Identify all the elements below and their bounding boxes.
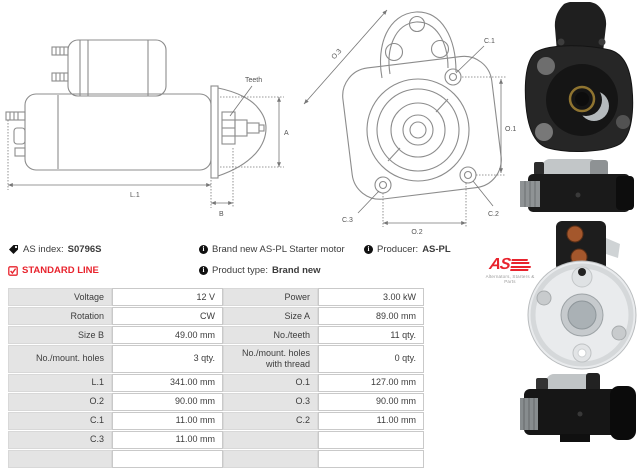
standard-line-row: STANDARD LINE [8,265,99,276]
product-type-value: Brand new [271,265,321,276]
spec-label: Size B [8,326,112,344]
as-index-label: AS index: [23,244,64,255]
spec-value: 127.00 mm [318,373,424,392]
spec-label: C.3 [8,430,112,449]
spec-value: 3.00 kW [318,288,424,306]
spec-value: 11.00 mm [318,411,424,430]
spec-label [223,430,318,449]
info-icon: i [364,245,373,254]
dim-o1-label: O.1 [505,126,516,133]
product-photo-side-black[interactable] [520,157,640,217]
spec-value: 3 qty. [112,345,223,373]
as-index-value: S0796S [67,244,102,255]
spec-table: Voltage 12 V Power 3.00 kW Rotation CW S… [8,288,424,468]
spec-value: CW [112,307,223,325]
spec-value: 90.00 mm [318,392,424,411]
dim-l1-label: L.1 [130,192,140,199]
dim-a-label: A [284,130,289,137]
spec-value: 49.00 mm [112,326,223,344]
spec-value: 90.00 mm [112,392,223,411]
table-row: C.3 11.00 mm [8,430,424,449]
table-row-partial [8,449,424,468]
spec-value [318,449,424,468]
spec-label [223,449,318,468]
table-row: Rotation CW Size A 89.00 mm [8,307,424,325]
dim-b-label: B [219,211,224,218]
dimension-lines [303,9,506,227]
table-row: Size B 49.00 mm No./teeth 11 qty. [8,326,424,344]
spec-value: 89.00 mm [318,307,424,325]
spec-label: Voltage [8,288,112,306]
as-pl-logo-stripes [509,258,532,272]
product-info-section: AS index: S0796S STANDARD LINE i Brand n… [8,240,534,290]
as-pl-logo-tagline: Alternators, Starters & Parts [485,274,535,284]
dim-c2-label: C.2 [488,211,499,218]
spec-label: O.2 [8,392,112,411]
spec-label [8,449,112,468]
flange-outline [342,11,502,200]
spec-value: 0 qty. [318,345,424,373]
standard-line-badge: STANDARD LINE [22,265,99,276]
checkbox-checked-icon [8,265,18,276]
table-row: O.2 90.00 mm O.3 90.00 mm [8,392,424,411]
producer-value: AS-PL [422,244,451,255]
table-row: C.1 11.00 mm C.2 11.00 mm [8,411,424,430]
info-icon: i [199,245,208,254]
table-row: No./mount. holes 3 qty. No./mount. holes… [8,345,424,373]
producer-label: Producer: [377,244,419,255]
spec-value: 11.00 mm [112,411,223,430]
spec-label: Power [223,288,318,306]
as-pl-logo-text: AS [488,256,511,273]
product-type-row: i Product type: Brand new [199,265,321,276]
product-photo-column [520,0,640,454]
spec-label: Size A [223,307,318,325]
spec-label: No./mount. holes with thread [223,345,318,373]
table-row: Voltage 12 V Power 3.00 kW [8,288,424,306]
starter-front-view-drawing: O.3 C.1 O.1 C.2 C.3 O.2 [290,0,520,238]
as-pl-logo: AS Alternators, Starters & Parts [480,256,540,284]
spec-label: O.1 [223,373,318,392]
spec-label: O.3 [223,392,318,411]
spec-value [112,449,223,468]
as-index-row: AS index: S0796S [8,244,101,255]
tag-icon [9,245,18,254]
spec-label: C.1 [8,411,112,430]
description-row: i Brand new AS-PL Starter motor [199,244,345,255]
spec-label: L.1 [8,373,112,392]
spec-label: No./mount. holes [8,345,112,373]
product-photo-front-black[interactable] [520,1,640,155]
spec-value: 341.00 mm [112,373,223,392]
product-photo-side-black-2[interactable] [520,372,640,446]
table-row: L.1 341.00 mm O.1 127.00 mm [8,373,424,392]
dim-o2-label: O.2 [411,229,422,236]
teeth-label: Teeth [245,77,262,84]
product-description: Brand new AS-PL Starter motor [212,244,345,255]
spec-value: 11 qty. [318,326,424,344]
producer-row: i Producer: AS-PL [364,244,451,255]
dim-c1-label: C.1 [484,38,495,45]
product-type-label: Product type: [212,265,268,276]
spec-label: Rotation [8,307,112,325]
info-icon: i [199,266,208,275]
starter-outline [5,39,267,179]
dimension-lines [7,85,284,208]
spec-label: No./teeth [223,326,318,344]
product-photo-rear-silver[interactable] [520,220,640,370]
dim-o3-label: O.3 [331,48,344,61]
starter-side-view-drawing: Teeth A L.1 B [0,0,295,238]
dim-c3-label: C.3 [342,217,353,224]
spec-label: C.2 [223,411,318,430]
spec-value: 11.00 mm [112,430,223,449]
spec-value [318,430,424,449]
spec-value: 12 V [112,288,223,306]
